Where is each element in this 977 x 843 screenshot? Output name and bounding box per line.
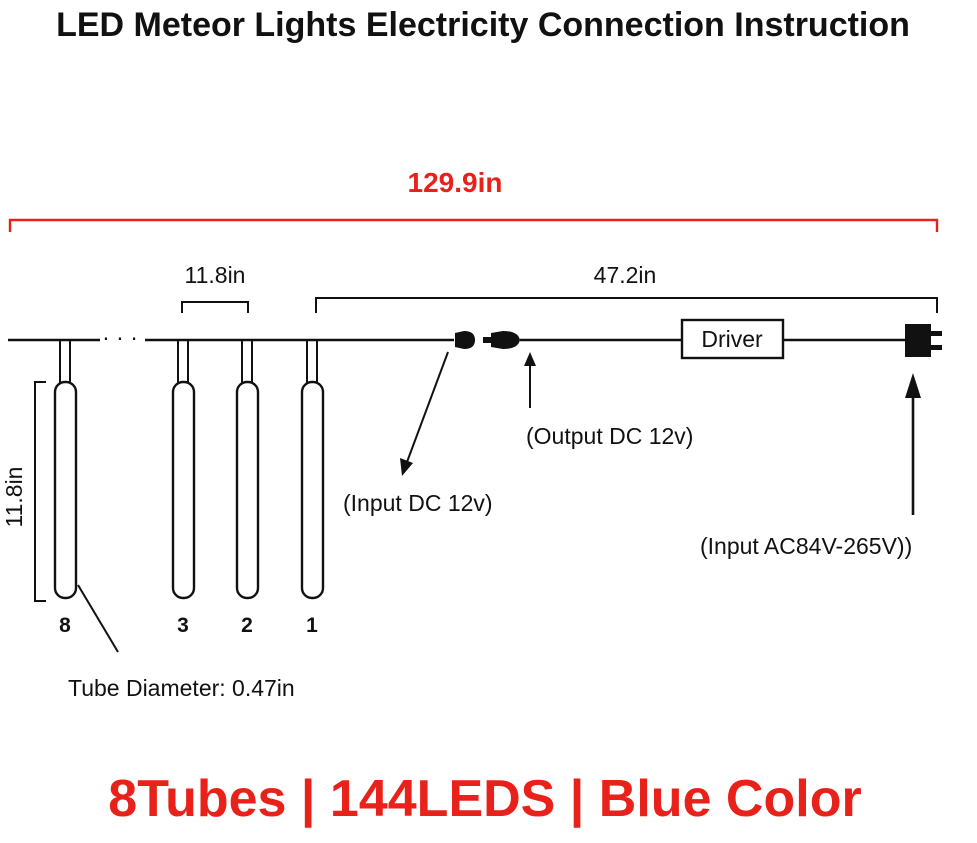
- wire-ellipsis: · · ·: [102, 324, 138, 350]
- tube-number-8: 8: [59, 614, 71, 637]
- input-ac-arrow: [905, 373, 921, 515]
- tube-3: [171, 340, 196, 600]
- input-dc-arrow: [400, 351, 449, 476]
- tube-1: [300, 340, 325, 600]
- driver-label: Driver: [701, 326, 763, 352]
- tube-number-3: 3: [177, 614, 189, 637]
- cable-length-label: 47.2in: [594, 262, 657, 288]
- total-length-bracket: [8, 218, 939, 232]
- tube-length-bracket: [34, 381, 46, 602]
- diagram-title: LED Meteor Lights Electricity Connection…: [56, 6, 910, 44]
- output-dc-label: (Output DC 12v): [526, 423, 693, 449]
- tube-spacing-bracket: [181, 301, 249, 313]
- tube-number-1: 1: [306, 614, 318, 637]
- output-connector: [483, 331, 520, 349]
- tube-number-2: 2: [241, 614, 253, 637]
- tube-spacing-label: 11.8in: [185, 262, 246, 288]
- tube-diameter-pointer: [77, 584, 119, 653]
- driver-box: [680, 318, 785, 360]
- input-dc-label: (Input DC 12v): [343, 490, 493, 516]
- cable-length-bracket: [315, 297, 938, 313]
- ac-plug-icon: [905, 324, 942, 357]
- product-spec-footer: 8Tubes | 144LEDS | Blue Color: [108, 770, 861, 828]
- tube-length-label: 11.8in: [1, 467, 27, 528]
- tube-2: [235, 340, 260, 600]
- tube-8: [53, 340, 78, 600]
- input-connector: [455, 331, 475, 349]
- input-ac-label: (Input AC84V-265V)): [700, 533, 912, 559]
- tube-diameter-label: Tube Diameter: 0.47in: [68, 675, 295, 701]
- total-length-label: 129.9in: [408, 167, 503, 198]
- output-dc-arrow: [524, 352, 536, 408]
